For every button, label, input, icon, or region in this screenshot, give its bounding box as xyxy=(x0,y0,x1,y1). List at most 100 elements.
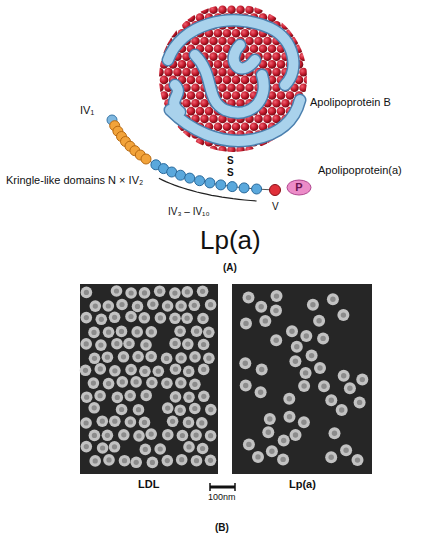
particle-core xyxy=(92,405,97,410)
particle-core xyxy=(289,329,294,334)
lipid-dot xyxy=(164,68,173,77)
particle-core xyxy=(84,420,89,425)
particle xyxy=(317,332,329,344)
particle xyxy=(80,338,92,350)
lipid-dot xyxy=(272,68,281,77)
lipid-dot xyxy=(191,83,200,92)
particle xyxy=(145,351,157,363)
particle-core xyxy=(142,315,147,320)
particle-core xyxy=(316,318,321,323)
particle xyxy=(271,290,283,302)
particle xyxy=(112,392,124,404)
particle xyxy=(175,352,187,364)
particle-core xyxy=(128,314,133,319)
kringle-iv xyxy=(252,184,262,194)
particle xyxy=(103,378,115,390)
particle-core xyxy=(301,420,306,425)
particle-core xyxy=(179,457,184,462)
particle-core xyxy=(339,407,344,412)
particle-core xyxy=(246,442,251,447)
particle xyxy=(130,457,142,469)
particle-core xyxy=(206,330,211,335)
particle xyxy=(205,455,217,467)
particle xyxy=(111,285,123,297)
particle-core xyxy=(280,457,285,462)
particle xyxy=(313,315,325,327)
particle-core xyxy=(201,342,206,347)
lipid-dot xyxy=(268,107,277,116)
particle xyxy=(318,380,330,392)
particle-core xyxy=(185,342,190,347)
particle-core xyxy=(93,458,98,463)
particle-core xyxy=(186,444,191,449)
particle xyxy=(300,330,312,342)
particle xyxy=(278,435,290,447)
particle xyxy=(189,351,201,363)
particle-core xyxy=(274,338,279,343)
particle xyxy=(155,312,167,324)
particle xyxy=(97,415,109,427)
particle xyxy=(146,377,158,389)
particle xyxy=(176,454,188,466)
lipid-dot xyxy=(232,91,241,100)
particle-core xyxy=(243,321,248,326)
particle-core xyxy=(192,406,197,411)
lipid-dot xyxy=(209,146,218,155)
particle xyxy=(94,390,106,402)
particle xyxy=(189,379,201,391)
particle-core xyxy=(192,354,197,359)
lipoprotein-core xyxy=(155,6,312,155)
kringle-iv xyxy=(239,183,249,193)
particle-core xyxy=(156,369,161,374)
particle xyxy=(95,363,107,375)
particle-core xyxy=(84,444,89,449)
particle xyxy=(344,382,356,394)
particle xyxy=(162,300,174,312)
particle-core xyxy=(173,367,178,372)
kringle-iv xyxy=(227,182,237,192)
particle xyxy=(89,353,101,365)
particle xyxy=(139,417,151,429)
particle-core xyxy=(201,367,206,372)
particle-core xyxy=(119,407,124,412)
particle xyxy=(124,390,136,402)
particle xyxy=(140,339,152,351)
particle xyxy=(198,391,210,403)
particle xyxy=(300,367,312,379)
particle xyxy=(133,430,145,442)
particle-core xyxy=(194,329,199,334)
particle xyxy=(177,430,189,442)
particle-core xyxy=(186,369,191,374)
particle-core xyxy=(165,432,170,437)
particle-core xyxy=(194,433,199,438)
lipid-dot xyxy=(187,107,196,116)
particle xyxy=(90,300,102,312)
particle-core xyxy=(259,367,264,372)
particle-core xyxy=(164,356,169,361)
particle xyxy=(205,299,217,311)
node-text: P xyxy=(295,181,302,193)
particle xyxy=(170,391,182,403)
particle xyxy=(162,429,174,441)
lipid-dot xyxy=(254,37,263,46)
particle-core xyxy=(178,380,183,385)
particle xyxy=(183,391,195,403)
particle-core xyxy=(149,432,154,437)
particle-core xyxy=(310,302,315,307)
particle xyxy=(306,350,318,362)
particle-core xyxy=(172,316,177,321)
lipid-dot xyxy=(200,115,209,124)
particle-core xyxy=(172,291,177,296)
particle-core xyxy=(347,386,352,391)
particle xyxy=(270,305,282,317)
particle xyxy=(191,455,203,467)
particle xyxy=(198,364,210,376)
particle-core xyxy=(179,355,184,360)
particle-core xyxy=(185,316,190,321)
particle-core xyxy=(287,414,292,419)
lipid-dot xyxy=(232,76,241,85)
particle xyxy=(147,457,159,469)
ribbon-outline xyxy=(168,20,300,141)
lipid-dot xyxy=(218,6,227,15)
